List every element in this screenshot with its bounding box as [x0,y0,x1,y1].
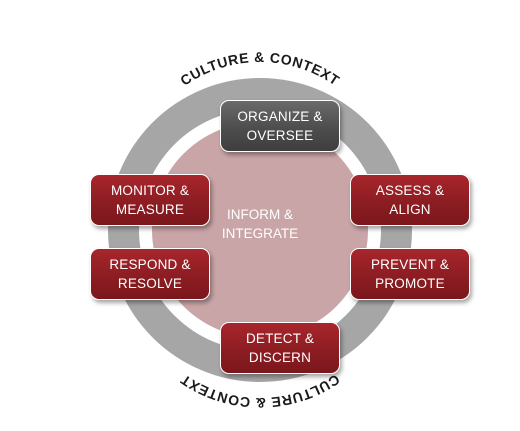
prevent-promote-box: PREVENT & PROMOTE [350,248,470,300]
center-label: INFORM & INTEGRATE [221,207,299,241]
respond-resolve-box: RESPOND & RESOLVE [90,248,210,300]
detect-discern-box: DETECT & DISCERN [220,322,340,374]
organize-oversee-box: ORGANIZE & OVERSEE [220,100,340,152]
assess-align-box: ASSESS & ALIGN [350,174,470,226]
monitor-measure-box: MONITOR & MEASURE [90,174,210,226]
